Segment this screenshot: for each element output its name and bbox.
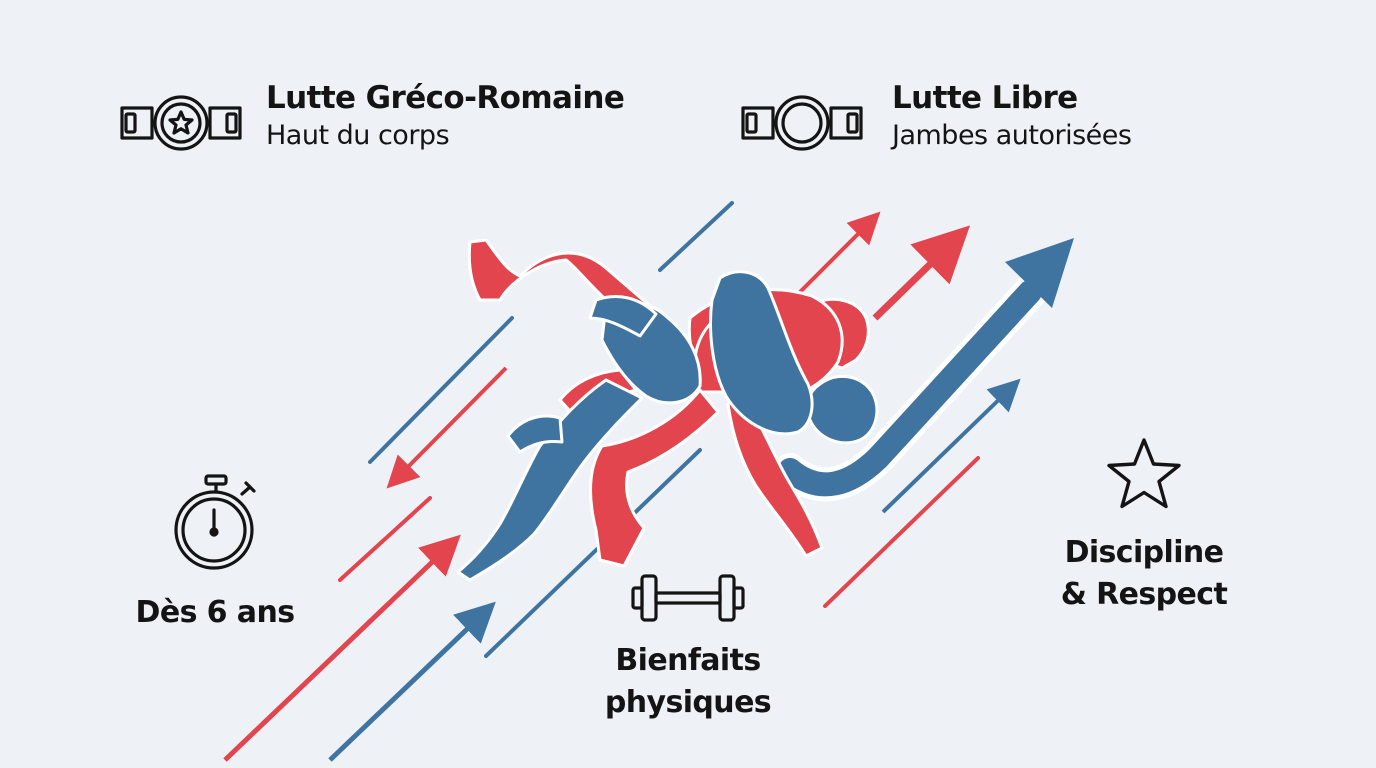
- speed-line: [823, 456, 980, 608]
- benefits-line1: Bienfaits: [615, 643, 761, 678]
- stopwatch-icon: [170, 472, 262, 572]
- speed-arrow: [798, 211, 881, 294]
- benefits-label: Bienfaits physiques: [568, 640, 808, 724]
- freestyle-block: Lutte Libre Jambes autorisées: [892, 80, 1132, 153]
- greco-roman-block: Lutte Gréco-Romaine Haut du corps: [266, 80, 625, 153]
- values-line2: & Respect: [1060, 577, 1228, 612]
- championship-belt-icon: [737, 94, 867, 152]
- star-icon: [1104, 436, 1184, 512]
- values-label: Discipline & Respect: [1030, 532, 1258, 616]
- blue-wrestler: [456, 270, 879, 582]
- freestyle-subtitle: Jambes autorisées: [892, 120, 1132, 152]
- values-line1: Discipline: [1064, 535, 1224, 570]
- speed-line: [658, 201, 734, 272]
- speed-arrow: [881, 378, 1021, 514]
- dumbbell-icon: [630, 570, 746, 626]
- speed-arrow: [223, 534, 461, 762]
- championship-belt-star-icon: [116, 94, 246, 152]
- speed-line: [338, 496, 432, 582]
- benefits-line2: physiques: [604, 685, 772, 720]
- curved-blue-arrow-body: [778, 280, 1042, 497]
- greco-roman-title: Lutte Gréco-Romaine: [266, 80, 625, 116]
- age-label: Dès 6 ans: [135, 595, 296, 630]
- speed-line: [368, 316, 514, 464]
- speed-arrow: [328, 601, 496, 762]
- speed-arrow: [872, 225, 971, 321]
- speed-arrow: [386, 366, 508, 489]
- greco-roman-subtitle: Haut du corps: [266, 120, 450, 152]
- freestyle-title: Lutte Libre: [892, 80, 1078, 116]
- curved-blue-arrow-head: [1005, 238, 1074, 308]
- speed-line: [484, 448, 702, 658]
